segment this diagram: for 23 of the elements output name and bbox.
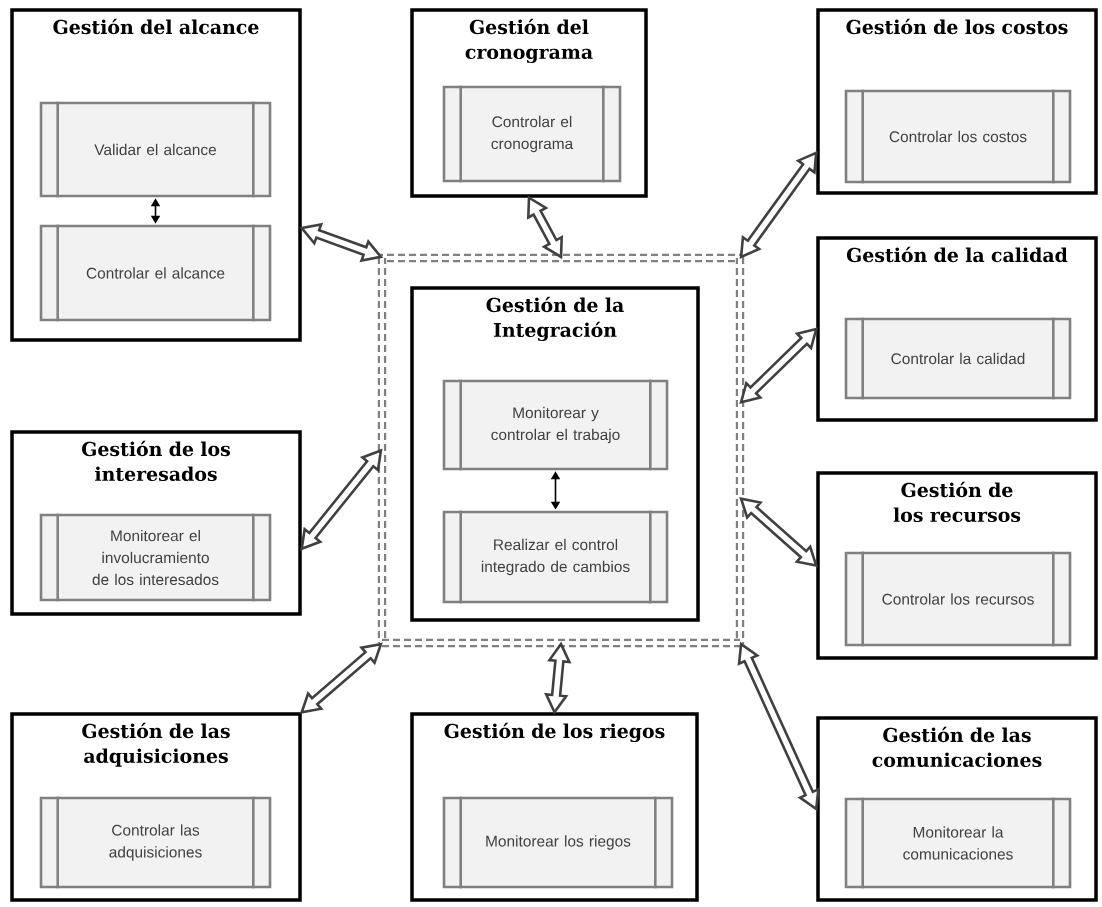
dashed-frame [377, 253, 745, 648]
group-heading: Gestión de los recursos [893, 481, 1021, 523]
group-heading: Gestión de la Integración [486, 296, 624, 341]
process-box: Monitorear la comunicaciones [844, 797, 1072, 889]
group-heading: Gestión del alcance [53, 18, 259, 35]
process-box: Controlar la calidad [844, 317, 1072, 400]
process-box: Realizar el control integrado de cambios [442, 510, 669, 604]
group-heading: Gestión de las comunicaciones [872, 726, 1042, 768]
process-box: Controlar el cronograma [442, 85, 622, 183]
process-box: Controlar el alcance [39, 224, 272, 322]
process-box: Controlar los costos [844, 89, 1072, 184]
process-box: Monitorear los riegos [442, 796, 674, 889]
group-heading: Gestión de los interesados [82, 440, 230, 482]
process-box: Controlar los recursos [844, 551, 1072, 647]
group-heading: Gestión del cronograma [465, 18, 593, 63]
process-box: Monitorear el involucramiento de los interesados [39, 513, 272, 602]
process-box: Validar el alcance [39, 101, 272, 198]
group-heading: Gestión de los riegos [444, 722, 665, 743]
process-box: Monitorear y controlar el trabajo [442, 379, 669, 471]
process-box: Controlar las adquisiciones [39, 796, 272, 889]
group-heading: Gestión de la calidad [846, 246, 1068, 263]
group-heading: Gestión de las adquisiciones [82, 722, 230, 767]
group-heading: Gestión de los costos [846, 18, 1068, 35]
